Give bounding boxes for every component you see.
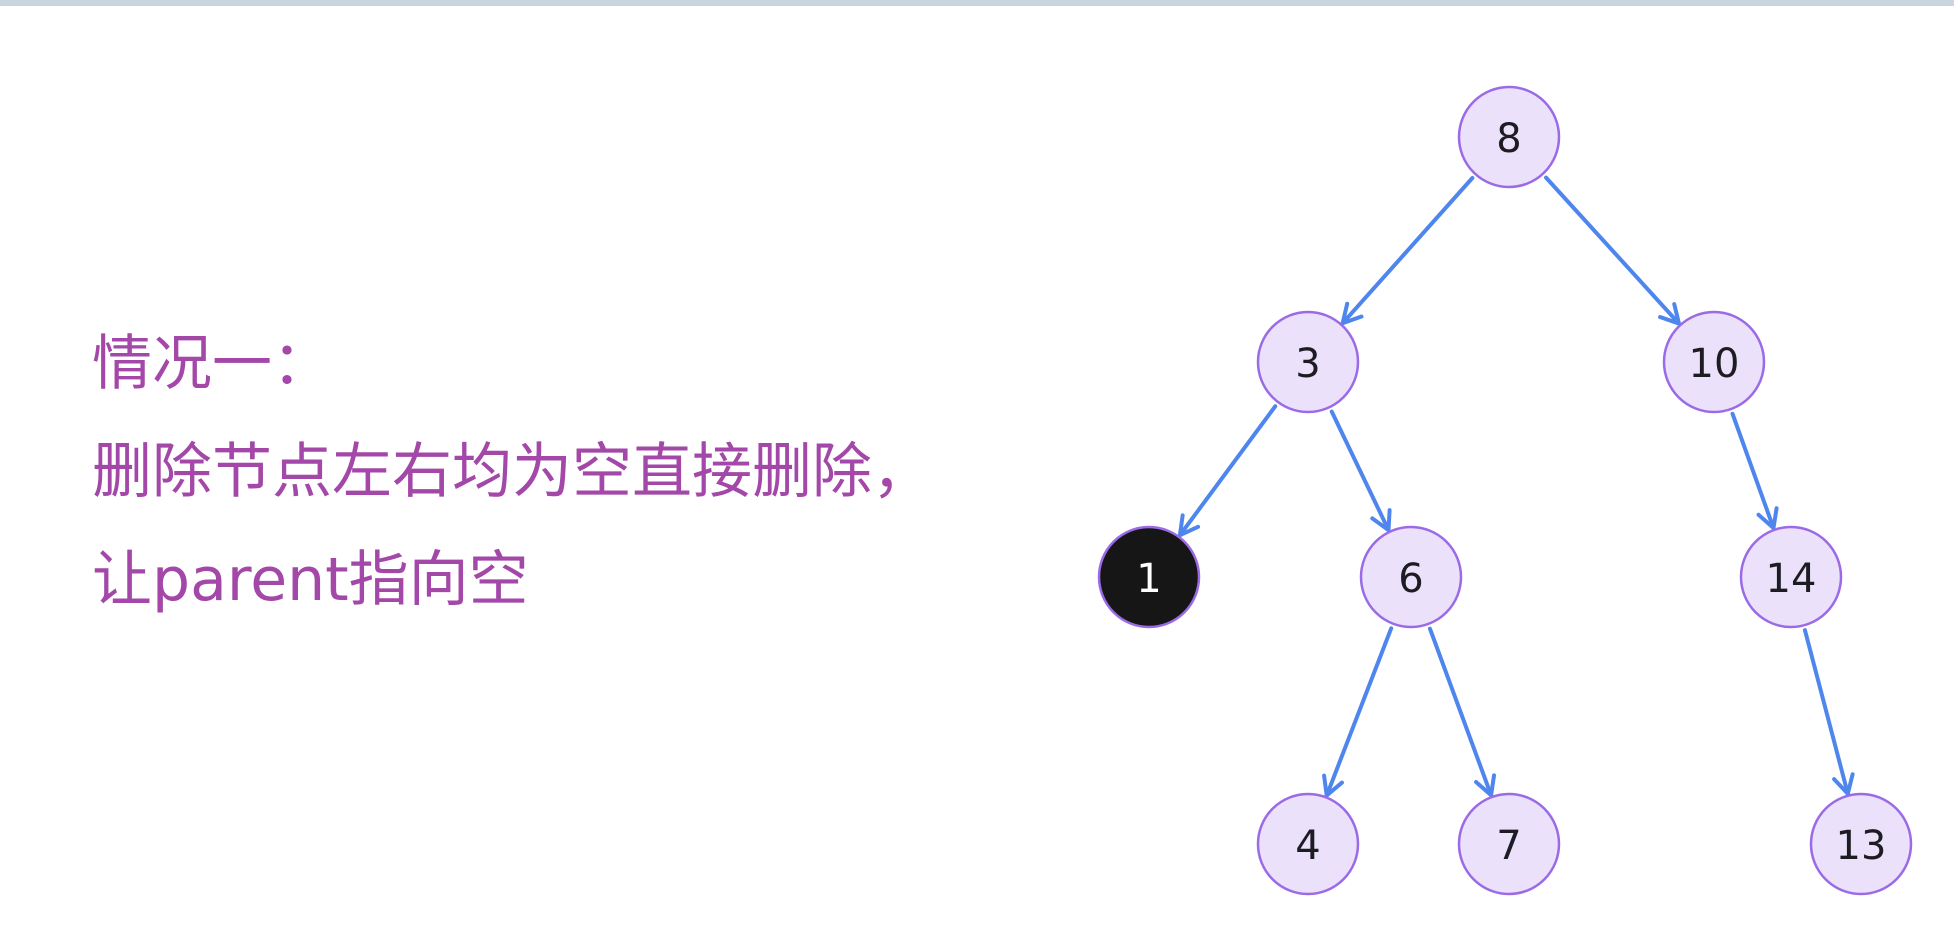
- tree-node-7: 7: [1457, 792, 1561, 896]
- edge-line: [1544, 175, 1681, 326]
- tree-node-10: 10: [1662, 310, 1766, 414]
- tree-node-14: 14: [1739, 525, 1843, 629]
- edge-n3-n6: [1329, 409, 1392, 533]
- removed-node-circle: [1097, 525, 1201, 629]
- edge-line: [1177, 404, 1278, 538]
- caption-text: 情况一： 删除节点左右均为空直接删除， 让parent指向空: [92, 310, 992, 634]
- arrowhead-icon: [1177, 513, 1201, 538]
- edge-line: [1427, 626, 1494, 798]
- node-circle: [1662, 310, 1766, 414]
- tree-node-4: 4: [1256, 792, 1360, 896]
- arrowhead-icon: [1658, 302, 1681, 326]
- arrowhead-icon: [1322, 773, 1344, 798]
- node-circle: [1739, 525, 1843, 629]
- top-divider: [0, 0, 1954, 6]
- edge-line: [1329, 409, 1391, 533]
- tree-node-1: 1: [1097, 525, 1201, 629]
- caption-heading: 情况一：: [92, 329, 332, 399]
- edge-line: [1340, 176, 1475, 326]
- caption-line-rule: 删除节点左右均为空直接删除，: [92, 437, 932, 507]
- arrowhead-icon: [1340, 301, 1364, 326]
- node-circle: [1457, 792, 1561, 896]
- edge-n3-n1: [1177, 404, 1278, 538]
- edge-line: [1730, 411, 1776, 531]
- node-label: 8: [1496, 116, 1521, 162]
- edge-line: [1324, 626, 1394, 798]
- arrowhead-icon: [1832, 772, 1855, 796]
- node-label: 3: [1295, 341, 1320, 387]
- edge-n6-n4: [1322, 626, 1394, 798]
- caption-line-parent: 让parent指向空: [92, 545, 529, 615]
- edge-n10-n14: [1730, 411, 1779, 531]
- node-label: 7: [1496, 823, 1521, 869]
- tree-node-6: 6: [1359, 525, 1463, 629]
- node-label: 6: [1398, 556, 1423, 602]
- arrowhead-icon: [1756, 506, 1779, 531]
- node-label: 13: [1836, 823, 1887, 869]
- node-label: 10: [1689, 341, 1740, 387]
- nodes-layer: 8 3 10 1 6 14 4 7 13: [1097, 85, 1913, 896]
- edge-n8-n3: [1340, 176, 1475, 326]
- node-circle: [1457, 85, 1561, 189]
- node-label: 1: [1136, 556, 1161, 602]
- tree-node-3: 3: [1256, 310, 1360, 414]
- edge-n14-n13: [1802, 628, 1855, 796]
- node-label: 4: [1295, 823, 1320, 869]
- tree-node-8: 8: [1457, 85, 1561, 189]
- arrowhead-icon: [1474, 773, 1497, 798]
- node-label: 14: [1766, 556, 1817, 602]
- node-circle: [1256, 310, 1360, 414]
- edges-layer: [1177, 175, 1855, 798]
- node-circle: [1256, 792, 1360, 896]
- edge-n6-n7: [1427, 626, 1497, 798]
- tree-node-13: 13: [1809, 792, 1913, 896]
- edge-line: [1802, 628, 1850, 796]
- edge-n8-n10: [1544, 175, 1681, 326]
- arrowhead-icon: [1370, 508, 1392, 533]
- node-circle: [1809, 792, 1913, 896]
- node-circle: [1359, 525, 1463, 629]
